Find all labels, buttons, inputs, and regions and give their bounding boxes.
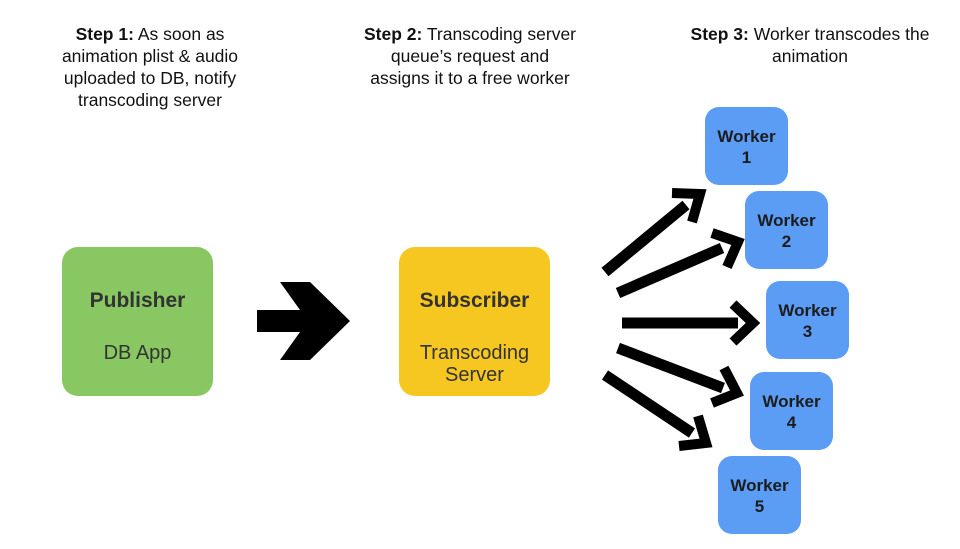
worker-4-box: Worker 4 [750,372,833,450]
arrow-to-worker-4 [616,342,725,394]
worker-2-number: 2 [781,232,792,251]
publisher-box: Publisher DB App [62,247,213,396]
step-3-text: Worker transcodes the animation [753,24,930,66]
arrowhead-worker-4 [710,365,744,408]
worker-3-label: Worker [778,301,837,320]
worker-5-label: Worker [730,476,789,495]
worker-2-label: Worker [757,211,816,230]
worker-3-number: 3 [802,322,813,341]
arrow-to-worker-2 [615,242,725,299]
fanout-arrowheads [671,188,761,451]
fanout-arrows [601,200,738,438]
arrowhead-worker-3 [729,300,761,346]
publisher-title: Publisher [89,289,186,312]
arrowhead-worker-5 [678,414,713,451]
worker-1-label: Worker [717,127,776,146]
step-1-label: Step 1: [75,24,134,44]
step-2-caption: Step 2: Transcoding server queue’s reque… [360,23,580,89]
step-2-label: Step 2: [363,24,423,44]
worker-3-box: Worker 3 [766,281,849,359]
arrow-to-worker-1 [601,200,690,277]
main-arrow [257,282,350,360]
arrowhead-worker-1 [671,188,707,224]
step-1-text: As soon as animation plist & audio uploa… [61,24,239,110]
arrowhead-worker-2 [710,228,745,270]
publisher-subtitle: DB App [103,342,172,364]
worker-4-label: Worker [762,392,821,411]
subscriber-subtitle: Transcoding Server [419,342,530,386]
worker-2-box: Worker 2 [745,191,828,269]
worker-1-box: Worker 1 [705,107,788,185]
step-2-text: Transcoding server queue’s request and a… [370,24,577,88]
worker-1-number: 1 [741,148,752,167]
subscriber-box: Subscriber Transcoding Server [399,247,550,396]
subscriber-title: Subscriber [419,289,530,312]
step-3-caption: Step 3: Worker transcodes the animation [680,23,940,67]
worker-5-box: Worker 5 [718,456,801,534]
worker-4-number: 4 [786,413,797,432]
step-1-caption: Step 1: As soon as animation plist & aud… [40,23,260,111]
step-3-label: Step 3: [690,24,749,44]
worker-5-number: 5 [754,497,765,516]
arrow-to-worker-5 [601,370,696,438]
